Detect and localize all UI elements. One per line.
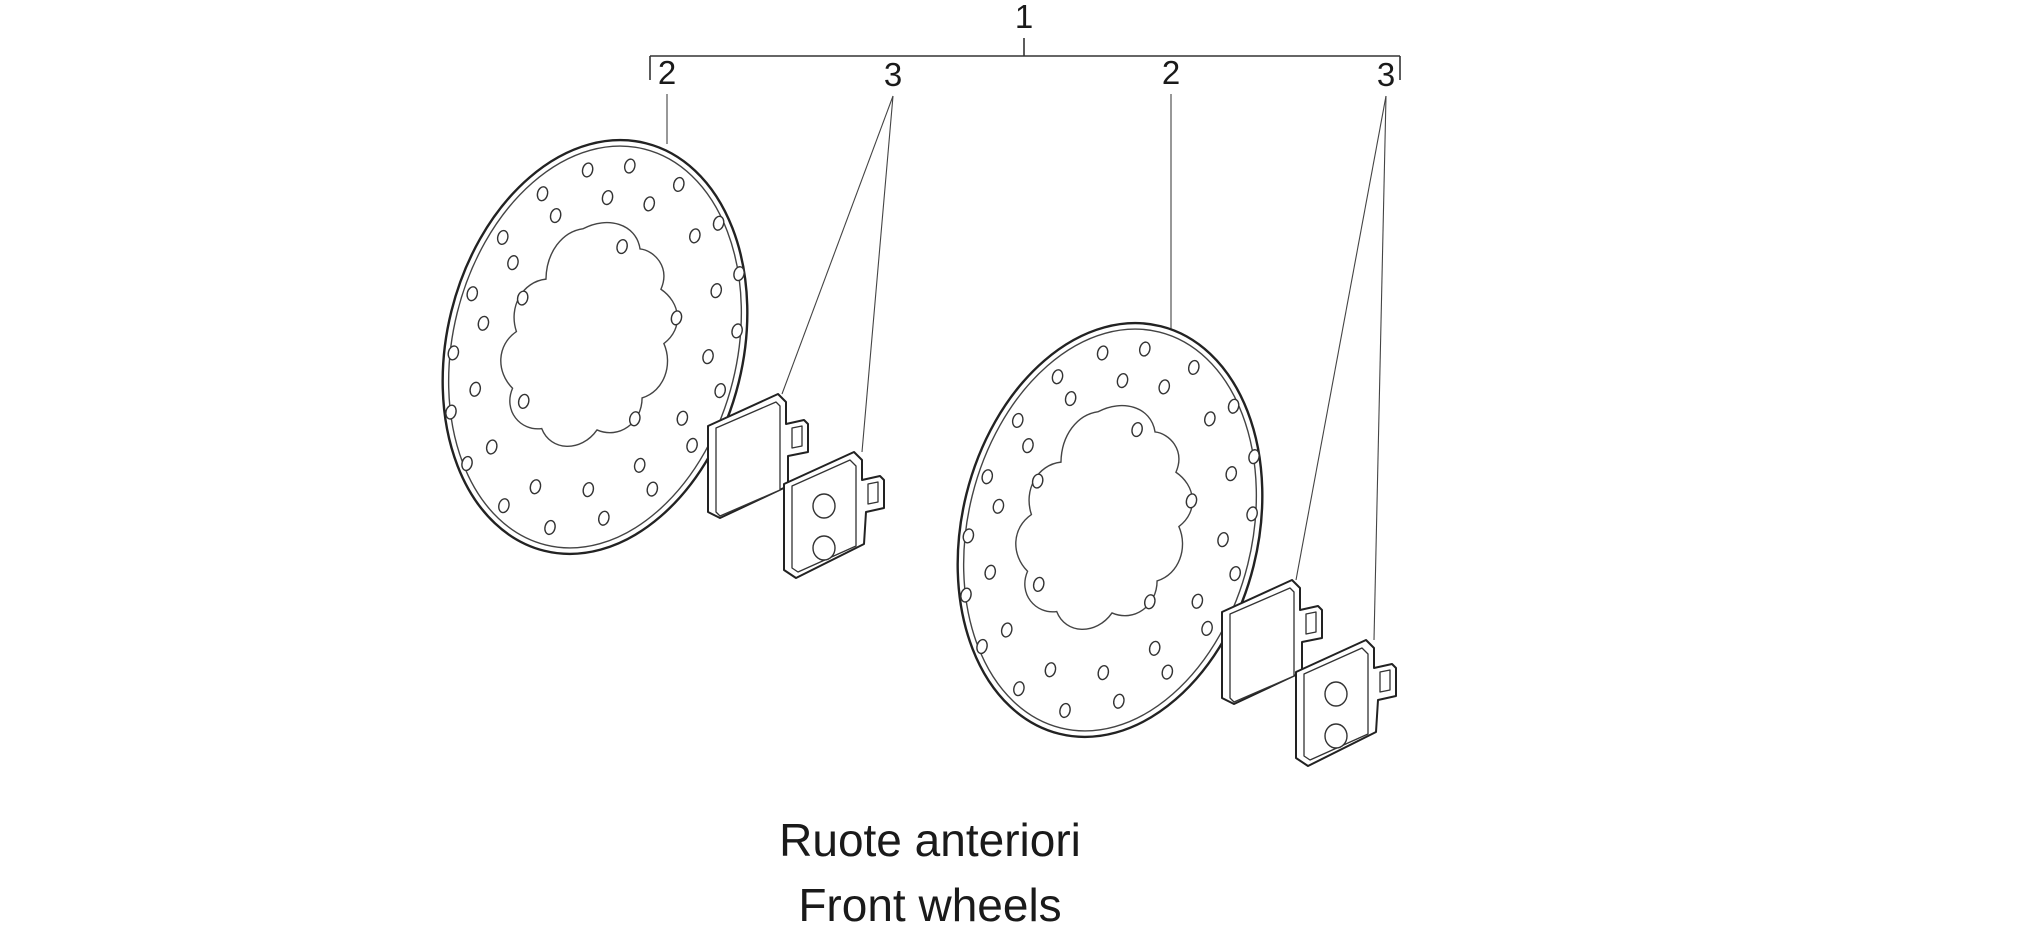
caption-english: Front wheels xyxy=(798,879,1062,931)
callout-disc-right: 2 xyxy=(1162,54,1180,91)
callout-pads-left: 3 xyxy=(884,56,902,93)
callout-assembly: 1 xyxy=(1015,0,1033,35)
brake-pad-left-back xyxy=(783,451,885,579)
caption-italian: Ruote anteriori xyxy=(779,814,1081,866)
callout-pads-right: 3 xyxy=(1377,56,1395,93)
brake-pad-right-back xyxy=(1295,639,1397,767)
callout-disc-left: 2 xyxy=(658,54,676,91)
assembly-bracket xyxy=(649,38,1401,80)
brake-disc-left xyxy=(399,106,791,588)
leader-lines xyxy=(666,94,1387,641)
